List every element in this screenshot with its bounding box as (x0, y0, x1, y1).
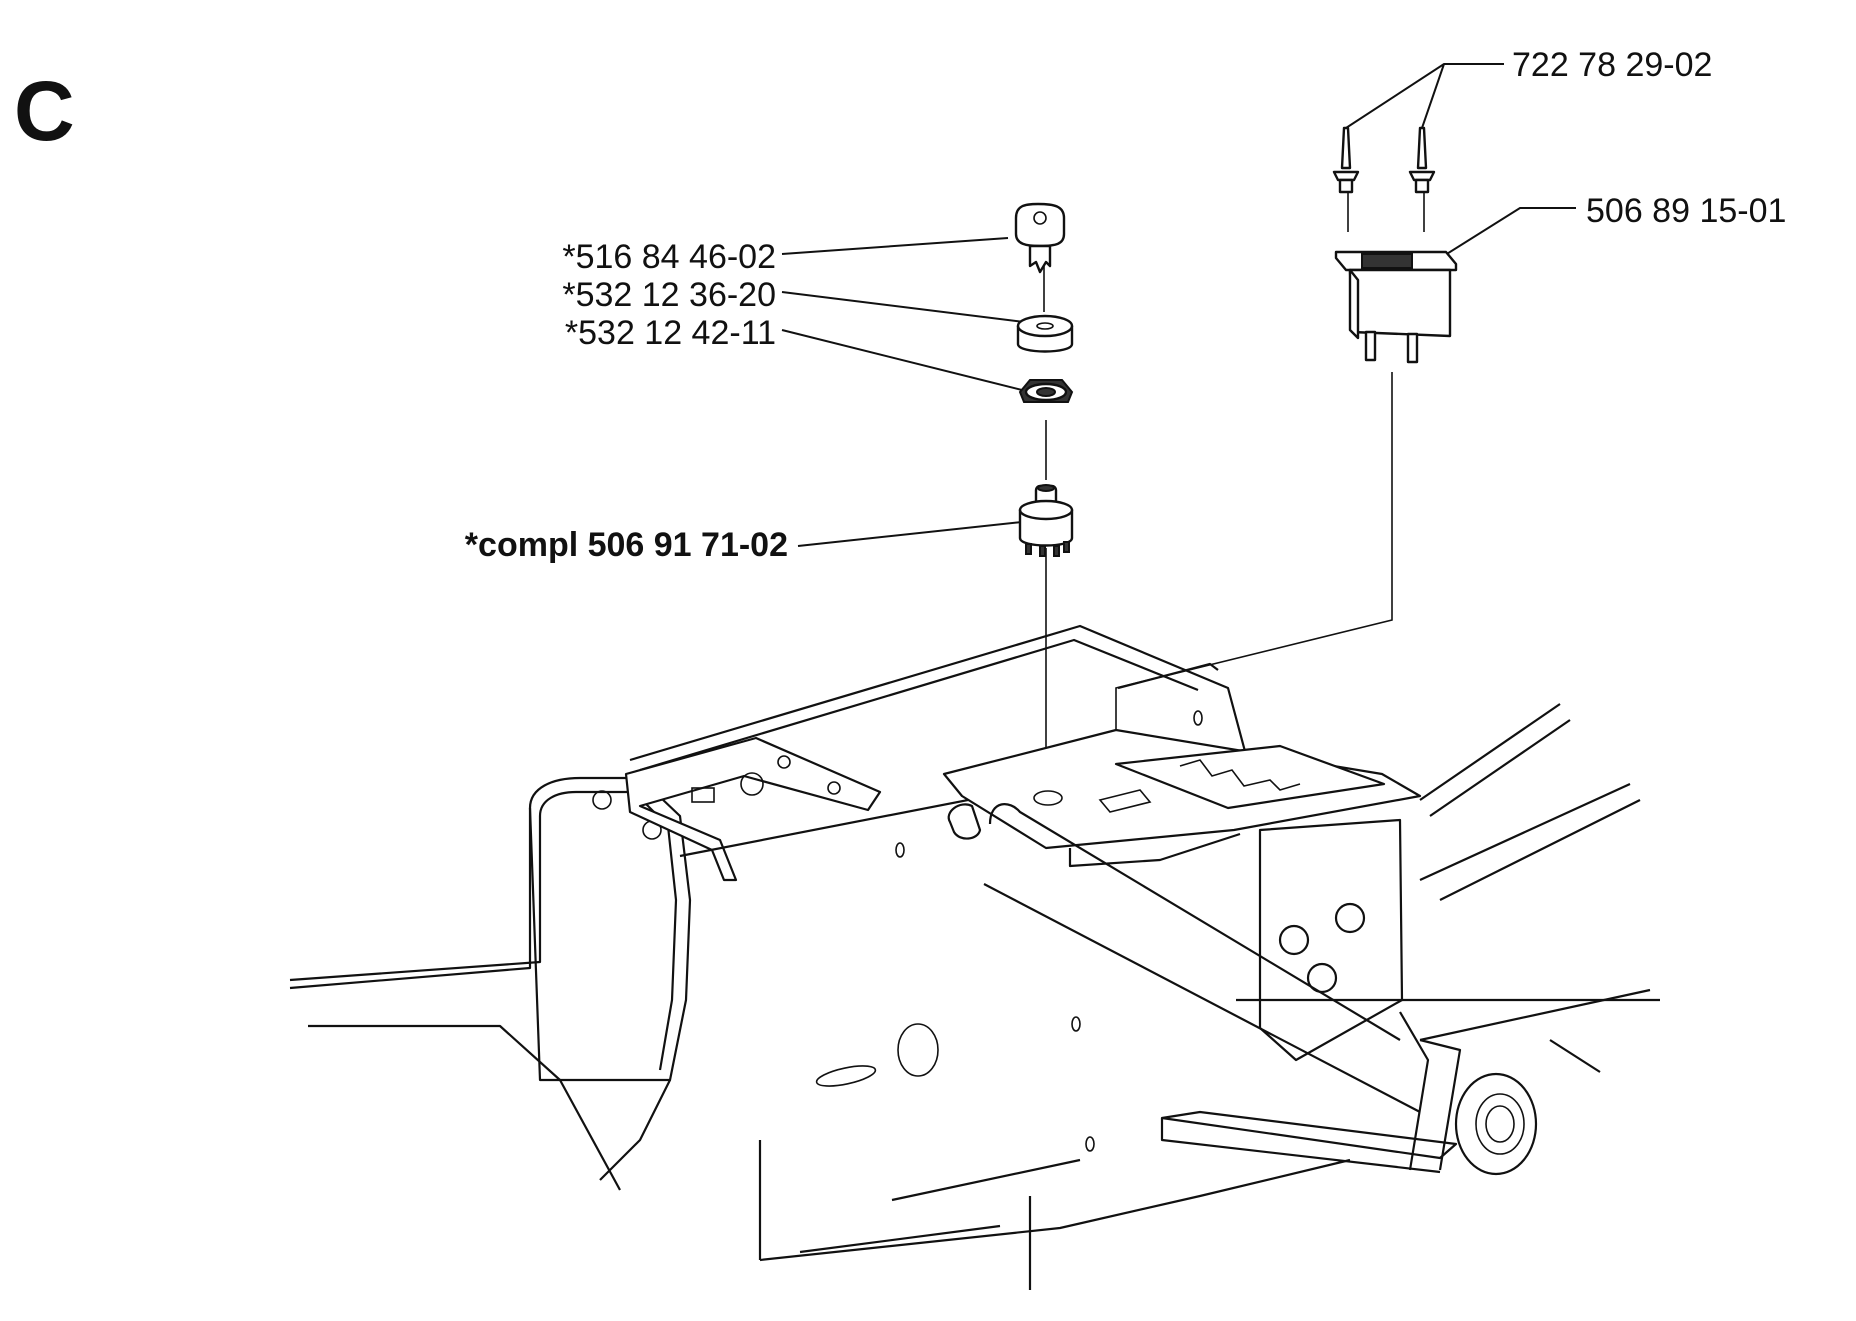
label-cap: *532 12 36-20 (562, 276, 776, 314)
section-letter: C (14, 64, 75, 158)
hex-nut-part (1018, 379, 1074, 403)
label-switch-relay: 506 89 15-01 (1586, 192, 1786, 230)
rivet-right-part (1408, 126, 1436, 194)
label-key: *516 84 46-02 (562, 238, 776, 276)
label-ignition-switch: *compl 506 91 71-02 (465, 526, 788, 564)
relay-switch-part (1334, 250, 1458, 364)
ignition-key-part (1014, 202, 1066, 274)
ignition-switch-part (1018, 484, 1074, 557)
mower-chassis-frame (289, 624, 1660, 1290)
leader-lines (781, 63, 1576, 547)
dust-cap-part (1016, 314, 1074, 353)
label-rivets: 722 78 29-02 (1512, 46, 1712, 84)
label-nut: *532 12 42-11 (565, 314, 776, 352)
rivet-left-part (1332, 126, 1360, 194)
